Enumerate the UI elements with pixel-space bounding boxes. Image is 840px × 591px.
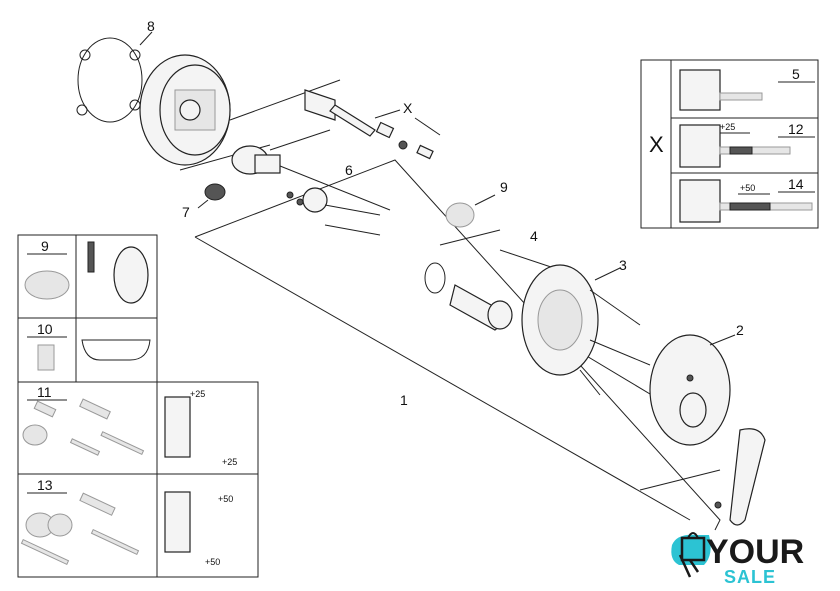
callout-9: 9 bbox=[500, 179, 508, 195]
svg-text:+50: +50 bbox=[740, 183, 755, 193]
callout-3: 3 bbox=[619, 257, 627, 273]
callout-8: 8 bbox=[147, 18, 155, 34]
logo-text-your: YOUR bbox=[706, 533, 804, 571]
extension-box-title: X bbox=[649, 132, 664, 157]
callout-x: X bbox=[403, 100, 413, 116]
accessory-13-number: 13 bbox=[37, 477, 53, 493]
svg-text:12: 12 bbox=[788, 121, 804, 137]
callout-6: 6 bbox=[345, 162, 353, 178]
main-valve-body bbox=[139, 54, 231, 166]
svg-text:5: 5 bbox=[792, 66, 800, 82]
part-4-sleeve bbox=[424, 262, 513, 331]
accessory-box-9-10: 9 10 bbox=[17, 234, 158, 383]
logo-text-sale: SALE bbox=[724, 567, 776, 587]
svg-text:+25: +25 bbox=[222, 457, 237, 467]
accessory-box-13: 13 +50 +50 bbox=[17, 473, 259, 578]
part-6-bracket-screws bbox=[286, 187, 381, 236]
part-cartridge bbox=[231, 145, 281, 175]
callout-2: 2 bbox=[736, 322, 744, 338]
callout-7: 7 bbox=[182, 204, 190, 220]
your-sale-logo: YOUR SALE bbox=[671, 532, 804, 587]
extension-row-14: +50 14 bbox=[679, 176, 815, 223]
extension-row-5: 5 bbox=[679, 66, 815, 111]
part-x-spindle bbox=[304, 89, 441, 160]
svg-text:+50: +50 bbox=[218, 494, 233, 504]
callout-1: 1 bbox=[400, 392, 408, 408]
accessory-9-number: 9 bbox=[41, 238, 49, 254]
part-7-nut bbox=[197, 183, 226, 209]
callout-4: 4 bbox=[530, 228, 538, 244]
extension-row-12: +25 12 bbox=[679, 121, 815, 168]
svg-text:+25: +25 bbox=[720, 122, 735, 132]
accessory-box-11: 11 +25 +25 bbox=[17, 381, 259, 475]
svg-text:14: 14 bbox=[788, 176, 804, 192]
lever-handle bbox=[714, 428, 766, 526]
part-3-mounting-plate bbox=[521, 264, 651, 396]
svg-text:+50: +50 bbox=[205, 557, 220, 567]
part-2-escutcheon bbox=[649, 334, 736, 446]
extension-options-box: X 5 +25 12 +50 14 bbox=[640, 59, 819, 229]
accessory-10-number: 10 bbox=[37, 321, 53, 337]
svg-text:+25: +25 bbox=[190, 389, 205, 399]
part-9-cap bbox=[445, 194, 496, 228]
part-8-retaining-ring bbox=[76, 31, 153, 123]
accessory-11-number: 11 bbox=[37, 384, 52, 400]
